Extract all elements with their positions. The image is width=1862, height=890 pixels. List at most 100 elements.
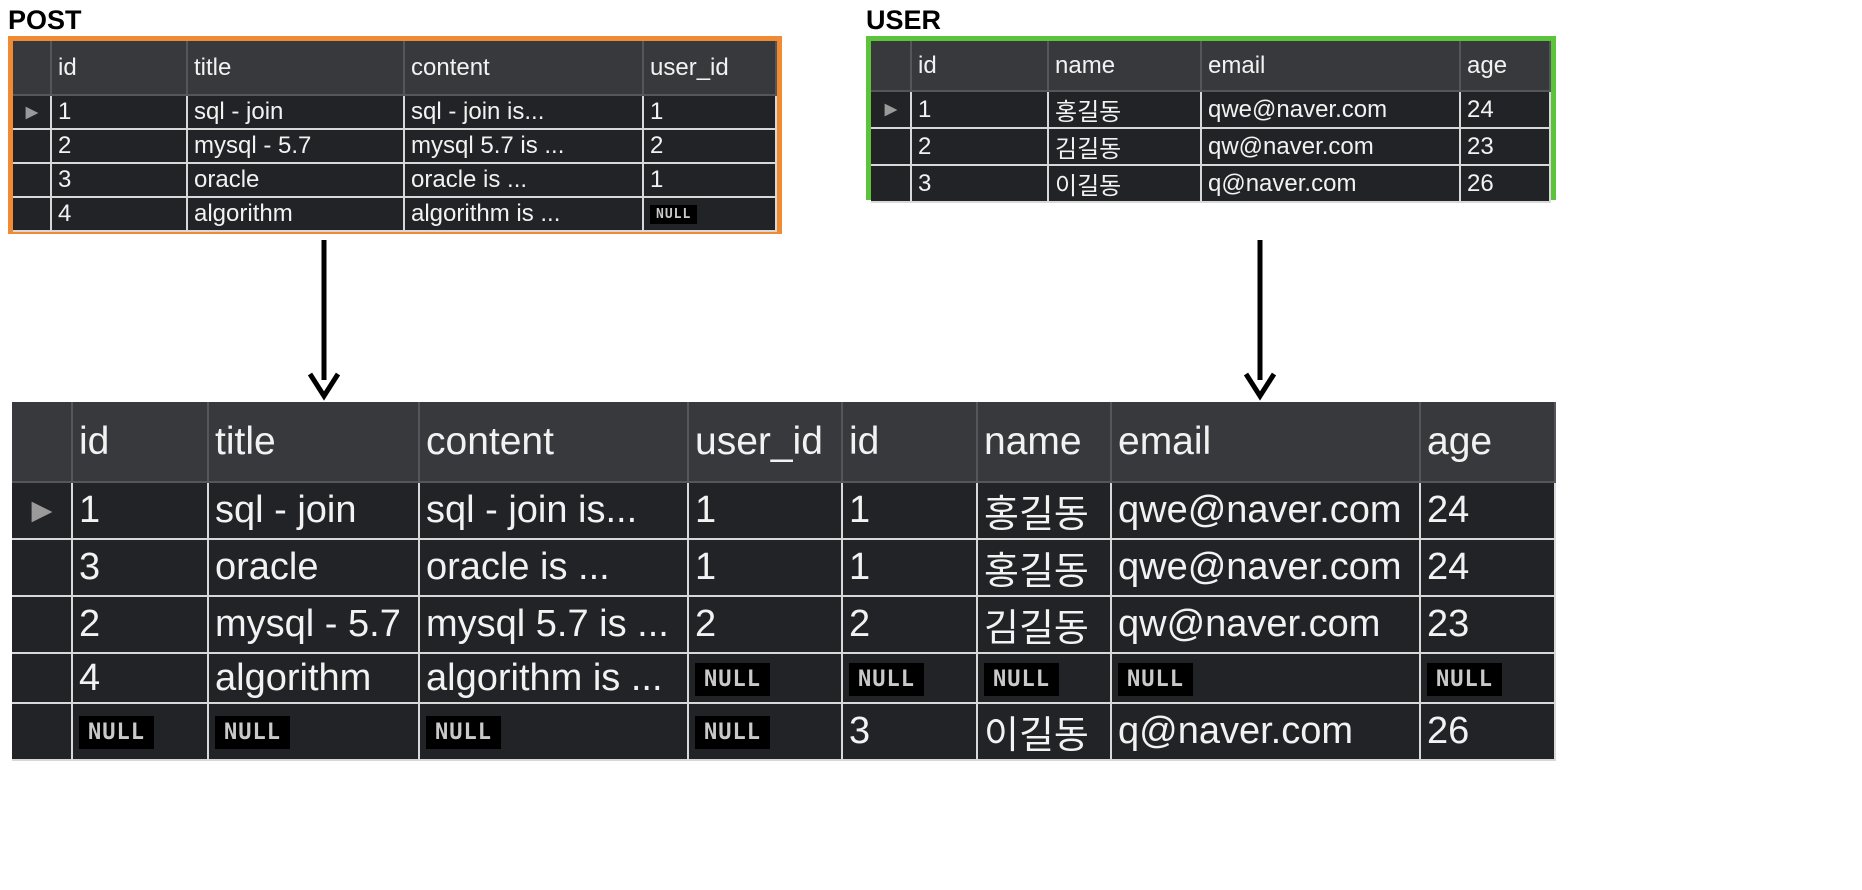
table-cell[interactable]: NULL — [976, 652, 1112, 704]
table-cell[interactable]: 3 — [910, 164, 1049, 203]
column-header[interactable]: name — [976, 402, 1112, 483]
table-cell[interactable]: 2 — [642, 128, 777, 164]
table-cell[interactable]: 2 — [910, 127, 1049, 166]
table-cell[interactable]: algorithm — [186, 196, 405, 232]
table-cell[interactable]: 3 — [50, 162, 188, 198]
table-cell[interactable]: oracle is ... — [418, 538, 689, 597]
table-cell[interactable]: oracle is ... — [403, 162, 644, 198]
table-cell[interactable]: 김길동 — [976, 595, 1112, 654]
row-gutter[interactable] — [871, 90, 912, 129]
column-header[interactable]: age — [1459, 41, 1551, 92]
table-cell[interactable]: 1 — [687, 538, 843, 597]
table-cell[interactable]: 2 — [71, 595, 209, 654]
row-gutter[interactable] — [13, 128, 52, 164]
table-cell[interactable]: 4 — [50, 196, 188, 232]
table-cell[interactable]: 1 — [687, 481, 843, 540]
table-cell[interactable]: oracle — [207, 538, 420, 597]
table-cell[interactable]: 3 — [841, 702, 978, 761]
table-cell[interactable]: 1 — [71, 481, 209, 540]
table-cell[interactable]: 홍길동 — [976, 538, 1112, 597]
table-cell[interactable]: NULL — [841, 652, 978, 704]
column-header[interactable]: email — [1110, 402, 1421, 483]
table-cell[interactable]: NULL — [1419, 652, 1556, 704]
table-cell[interactable]: NULL — [71, 702, 209, 761]
column-header[interactable]: id — [71, 402, 209, 483]
table-cell[interactable]: 24 — [1419, 481, 1556, 540]
table-cell[interactable]: 1 — [50, 94, 188, 130]
table-cell[interactable]: qwe@naver.com — [1110, 481, 1421, 540]
column-header[interactable]: content — [418, 402, 689, 483]
column-header[interactable]: email — [1200, 41, 1461, 92]
table-cell[interactable]: 23 — [1419, 595, 1556, 654]
table-cell[interactable]: 김길동 — [1047, 127, 1202, 166]
row-gutter[interactable] — [13, 162, 52, 198]
row-gutter[interactable] — [12, 481, 73, 540]
column-header[interactable]: name — [1047, 41, 1202, 92]
table-cell[interactable]: sql - join is... — [403, 94, 644, 130]
table-cell[interactable]: NULL — [642, 196, 777, 232]
table-cell[interactable]: NULL — [687, 702, 843, 761]
table-cell[interactable]: 24 — [1419, 538, 1556, 597]
table-cell[interactable]: 1 — [910, 90, 1049, 129]
column-header[interactable]: id — [910, 41, 1049, 92]
row-gutter[interactable] — [12, 595, 73, 654]
column-header[interactable]: id — [841, 402, 978, 483]
table-cell[interactable]: NULL — [687, 652, 843, 704]
table-cell[interactable]: 4 — [71, 652, 209, 704]
table-cell[interactable]: q@naver.com — [1200, 164, 1461, 203]
row-gutter[interactable] — [12, 702, 73, 761]
table-cell[interactable]: 2 — [687, 595, 843, 654]
table-cell[interactable]: 2 — [50, 128, 188, 164]
column-header[interactable]: user_id — [642, 41, 777, 96]
column-header[interactable]: title — [186, 41, 405, 96]
table-cell[interactable]: 1 — [642, 94, 777, 130]
table-cell[interactable]: algorithm is ... — [403, 196, 644, 232]
table-cell[interactable]: qw@naver.com — [1110, 595, 1421, 654]
row-gutter[interactable] — [12, 538, 73, 597]
column-header[interactable]: user_id — [687, 402, 843, 483]
table-cell[interactable]: 23 — [1459, 127, 1551, 166]
table-cell[interactable]: 3 — [71, 538, 209, 597]
table-cell[interactable]: NULL — [418, 702, 689, 761]
row-gutter[interactable] — [13, 94, 52, 130]
table-cell[interactable]: NULL — [207, 702, 420, 761]
table-cell[interactable]: mysql 5.7 is ... — [418, 595, 689, 654]
column-header[interactable]: content — [403, 41, 644, 96]
table-cell[interactable]: q@naver.com — [1110, 702, 1421, 761]
table-cell[interactable]: 이길동 — [1047, 164, 1202, 203]
column-header[interactable]: id — [50, 41, 188, 96]
row-gutter[interactable] — [13, 196, 52, 232]
table-cell[interactable]: 26 — [1459, 164, 1551, 203]
table-cell[interactable]: 2 — [841, 595, 978, 654]
table-cell[interactable]: 이길동 — [976, 702, 1112, 761]
table-cell[interactable]: 홍길동 — [1047, 90, 1202, 129]
table-cell[interactable]: mysql - 5.7 — [207, 595, 420, 654]
row-gutter[interactable] — [871, 127, 912, 166]
table-cell[interactable]: sql - join — [207, 481, 420, 540]
table-cell[interactable]: 26 — [1419, 702, 1556, 761]
table-cell[interactable]: qwe@naver.com — [1200, 90, 1461, 129]
column-header[interactable]: title — [207, 402, 420, 483]
row-gutter[interactable] — [12, 652, 73, 704]
table-cell[interactable]: 홍길동 — [976, 481, 1112, 540]
table-cell[interactable]: 1 — [841, 481, 978, 540]
table-cell[interactable]: sql - join is... — [418, 481, 689, 540]
table-cell[interactable]: algorithm — [207, 652, 420, 704]
table-cell[interactable]: mysql 5.7 is ... — [403, 128, 644, 164]
row-gutter[interactable] — [871, 164, 912, 203]
column-header[interactable]: age — [1419, 402, 1556, 483]
table-cell[interactable]: mysql - 5.7 — [186, 128, 405, 164]
table-cell[interactable]: algorithm is ... — [418, 652, 689, 704]
table-cell[interactable]: qw@naver.com — [1200, 127, 1461, 166]
